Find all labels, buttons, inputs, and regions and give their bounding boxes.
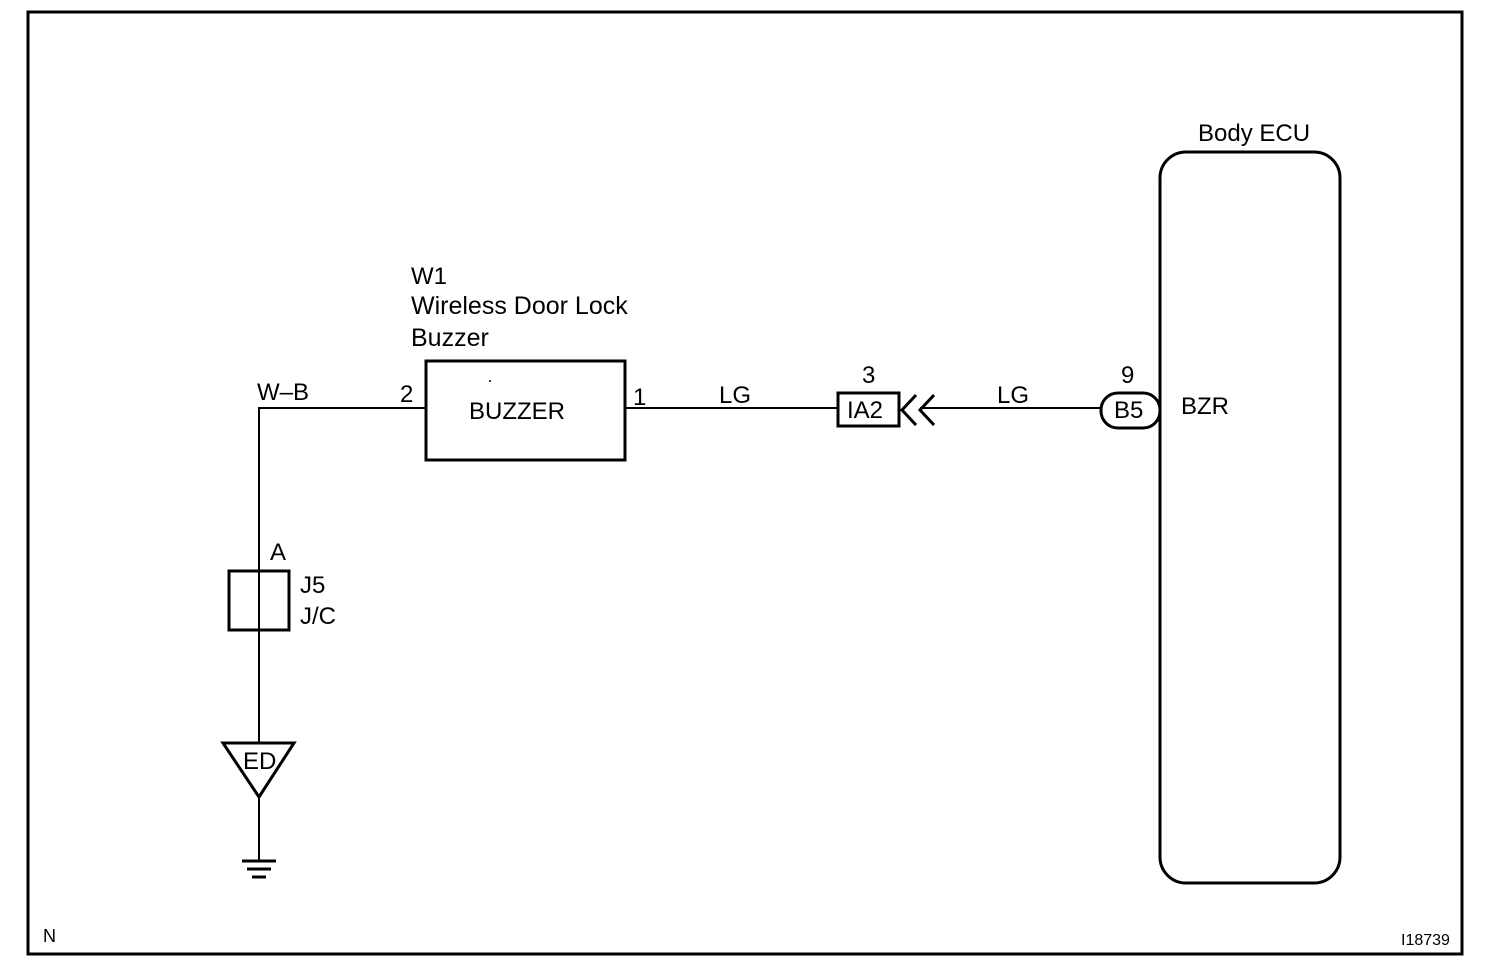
buzzer-box (424, 359, 627, 462)
junction-pin: A (270, 539, 287, 566)
buzzer-name-line2: Buzzer (411, 324, 489, 352)
scan-dot (489, 380, 491, 382)
ground-symbol-icon (242, 859, 276, 879)
connector-b5-pill (1099, 391, 1162, 430)
wire-color-lg-right: LG (997, 382, 1030, 409)
wire-w-b (258, 407, 426, 860)
connector-b5-pin: 9 (1121, 362, 1135, 389)
junction-connector-j5 (227, 569, 291, 632)
connector-ia2-pin: 3 (862, 362, 876, 389)
buzzer-pin-2: 2 (400, 381, 414, 408)
buzzer-code: W1 (411, 263, 447, 290)
buzzer-pin-1: 1 (633, 384, 647, 411)
ecu-terminal-bzr: BZR (1181, 393, 1229, 420)
body-ecu-title: Body ECU (1198, 120, 1311, 147)
ground-point-ed-triangle (220, 741, 297, 800)
connector-chevron-icon (899, 393, 936, 427)
wire-color-lg-left: LG (719, 382, 752, 409)
connector-b5-label: B5 (1114, 397, 1144, 424)
buzzer-name-line1: Wireless Door Lock (411, 292, 628, 320)
buzzer-box-label: BUZZER (469, 398, 565, 425)
diagram-frame (26, 10, 1464, 956)
connector-ia2-label: IA2 (847, 397, 884, 424)
junction-code: J5 (300, 572, 326, 599)
ground-point-label: ED (243, 748, 277, 775)
body-ecu-box (1158, 150, 1342, 885)
wire-color-w-b: W–B (257, 379, 310, 406)
footer-left-mark: N (43, 926, 56, 946)
connector-ia2-box (836, 391, 901, 428)
junction-type: J/C (300, 603, 336, 630)
figure-id: I18739 (1401, 932, 1450, 949)
